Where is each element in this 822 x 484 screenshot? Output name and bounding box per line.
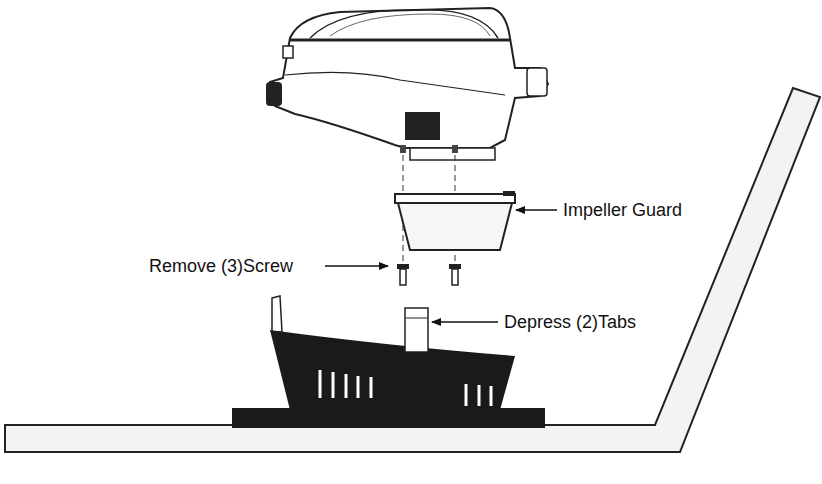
screw: [397, 264, 409, 285]
strainer-basket: [232, 296, 545, 428]
part-label: Remove (3)Screw: [148, 257, 294, 275]
leader-line: [432, 321, 498, 323]
part-label: Impeller Guard: [562, 201, 683, 219]
screw: [449, 264, 461, 285]
pump-motor: [266, 8, 548, 160]
part-label: Depress (2)Tabs: [503, 313, 637, 331]
leader-line: [325, 265, 388, 267]
leader-line: [516, 209, 557, 211]
impeller-guard: [395, 191, 515, 250]
